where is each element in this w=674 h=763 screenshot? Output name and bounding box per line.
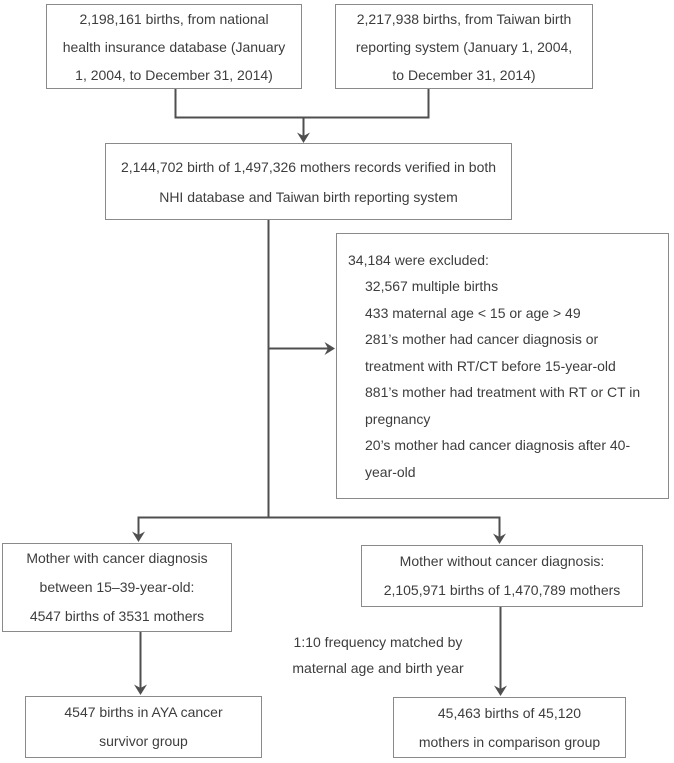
- text-line: 1:10 frequency matched by: [293, 634, 463, 650]
- text-line: year-old: [365, 463, 416, 480]
- text-line: 2,144,702 birth of 1,497,326 mothers rec…: [120, 158, 497, 175]
- box-mother-without-cancer: Mother without cancer diagnosis: 2,105,9…: [361, 545, 643, 607]
- text-line: 32,567 multiple births: [365, 278, 499, 295]
- arrowhead-with-cancer-icon: [132, 531, 145, 542]
- text-line: 281’s mother had cancer diagnosis or: [365, 331, 599, 348]
- text-line: 881’s mother had treatment with RT or CT…: [365, 384, 641, 401]
- text-line: between 15–39-year-old:: [39, 579, 195, 595]
- arrowhead-to-verified-icon: [297, 132, 310, 143]
- text-line: 45,463 births of 45,120: [437, 704, 582, 721]
- connector-split: [137, 516, 501, 538]
- text-line: NHI database and Taiwan birth reporting …: [159, 188, 458, 205]
- arrowhead-to-aya-group-icon: [134, 684, 147, 695]
- box-birth-registry: 2,217,938 births, from Taiwan birth repo…: [335, 4, 593, 89]
- text-line: 2,198,161 births, from national: [79, 10, 269, 27]
- text-line: health insurance database (January: [62, 38, 286, 55]
- text-line: mothers in comparison group: [418, 733, 601, 750]
- box-comparison-group: 45,463 births of 45,120 mothers in compa…: [393, 697, 626, 758]
- box-nhi-source: 2,198,161 births, from national health i…: [46, 4, 302, 89]
- box-exclusions: 34,184 were excluded: 32,567 multiple bi…: [336, 233, 669, 499]
- text-line: Mother without cancer diagnosis:: [399, 553, 605, 569]
- box-aya-survivor-group: 4547 births in AYA cancer survivor group: [25, 696, 262, 758]
- connector-merge-sources: [174, 89, 430, 119]
- text-line: pregnancy: [365, 410, 431, 427]
- text-line: survivor group: [99, 733, 188, 749]
- text-line: reporting system (January 1, 2004,: [355, 38, 573, 55]
- text-line: 4547 births in AYA cancer: [64, 704, 223, 720]
- text-line: to December 31, 2014): [392, 66, 536, 83]
- box-mother-with-cancer: Mother with cancer diagnosis between 15–…: [2, 543, 232, 632]
- text-line: 1, 2004, to December 31, 2014): [75, 66, 273, 83]
- text-line: 20’s mother had cancer diagnosis after 4…: [365, 437, 631, 454]
- text-line: Mother with cancer diagnosis: [26, 550, 208, 566]
- arrowhead-to-comparison-icon: [494, 685, 507, 696]
- arrowhead-without-cancer-icon: [493, 533, 506, 544]
- text-line: 34,184 were excluded:: [348, 251, 489, 268]
- text-line: 433 maternal age < 15 or age > 49: [365, 304, 581, 321]
- text-line: 2,105,971 births of 1,470,789 mothers: [383, 582, 621, 598]
- text-line: maternal age and birth year: [292, 660, 464, 676]
- text-line: treatment with RT/CT before 15-year-old: [365, 357, 616, 374]
- arrowhead-to-excluded-icon: [324, 342, 335, 355]
- box-verified-records: 2,144,702 birth of 1,497,326 mothers rec…: [105, 143, 512, 220]
- text-line: 2,217,938 births, from Taiwan birth: [356, 10, 572, 27]
- matching-note: 1:10 frequency matched by maternal age a…: [278, 629, 478, 681]
- text-line: 4547 births of 3531 mothers: [29, 608, 205, 624]
